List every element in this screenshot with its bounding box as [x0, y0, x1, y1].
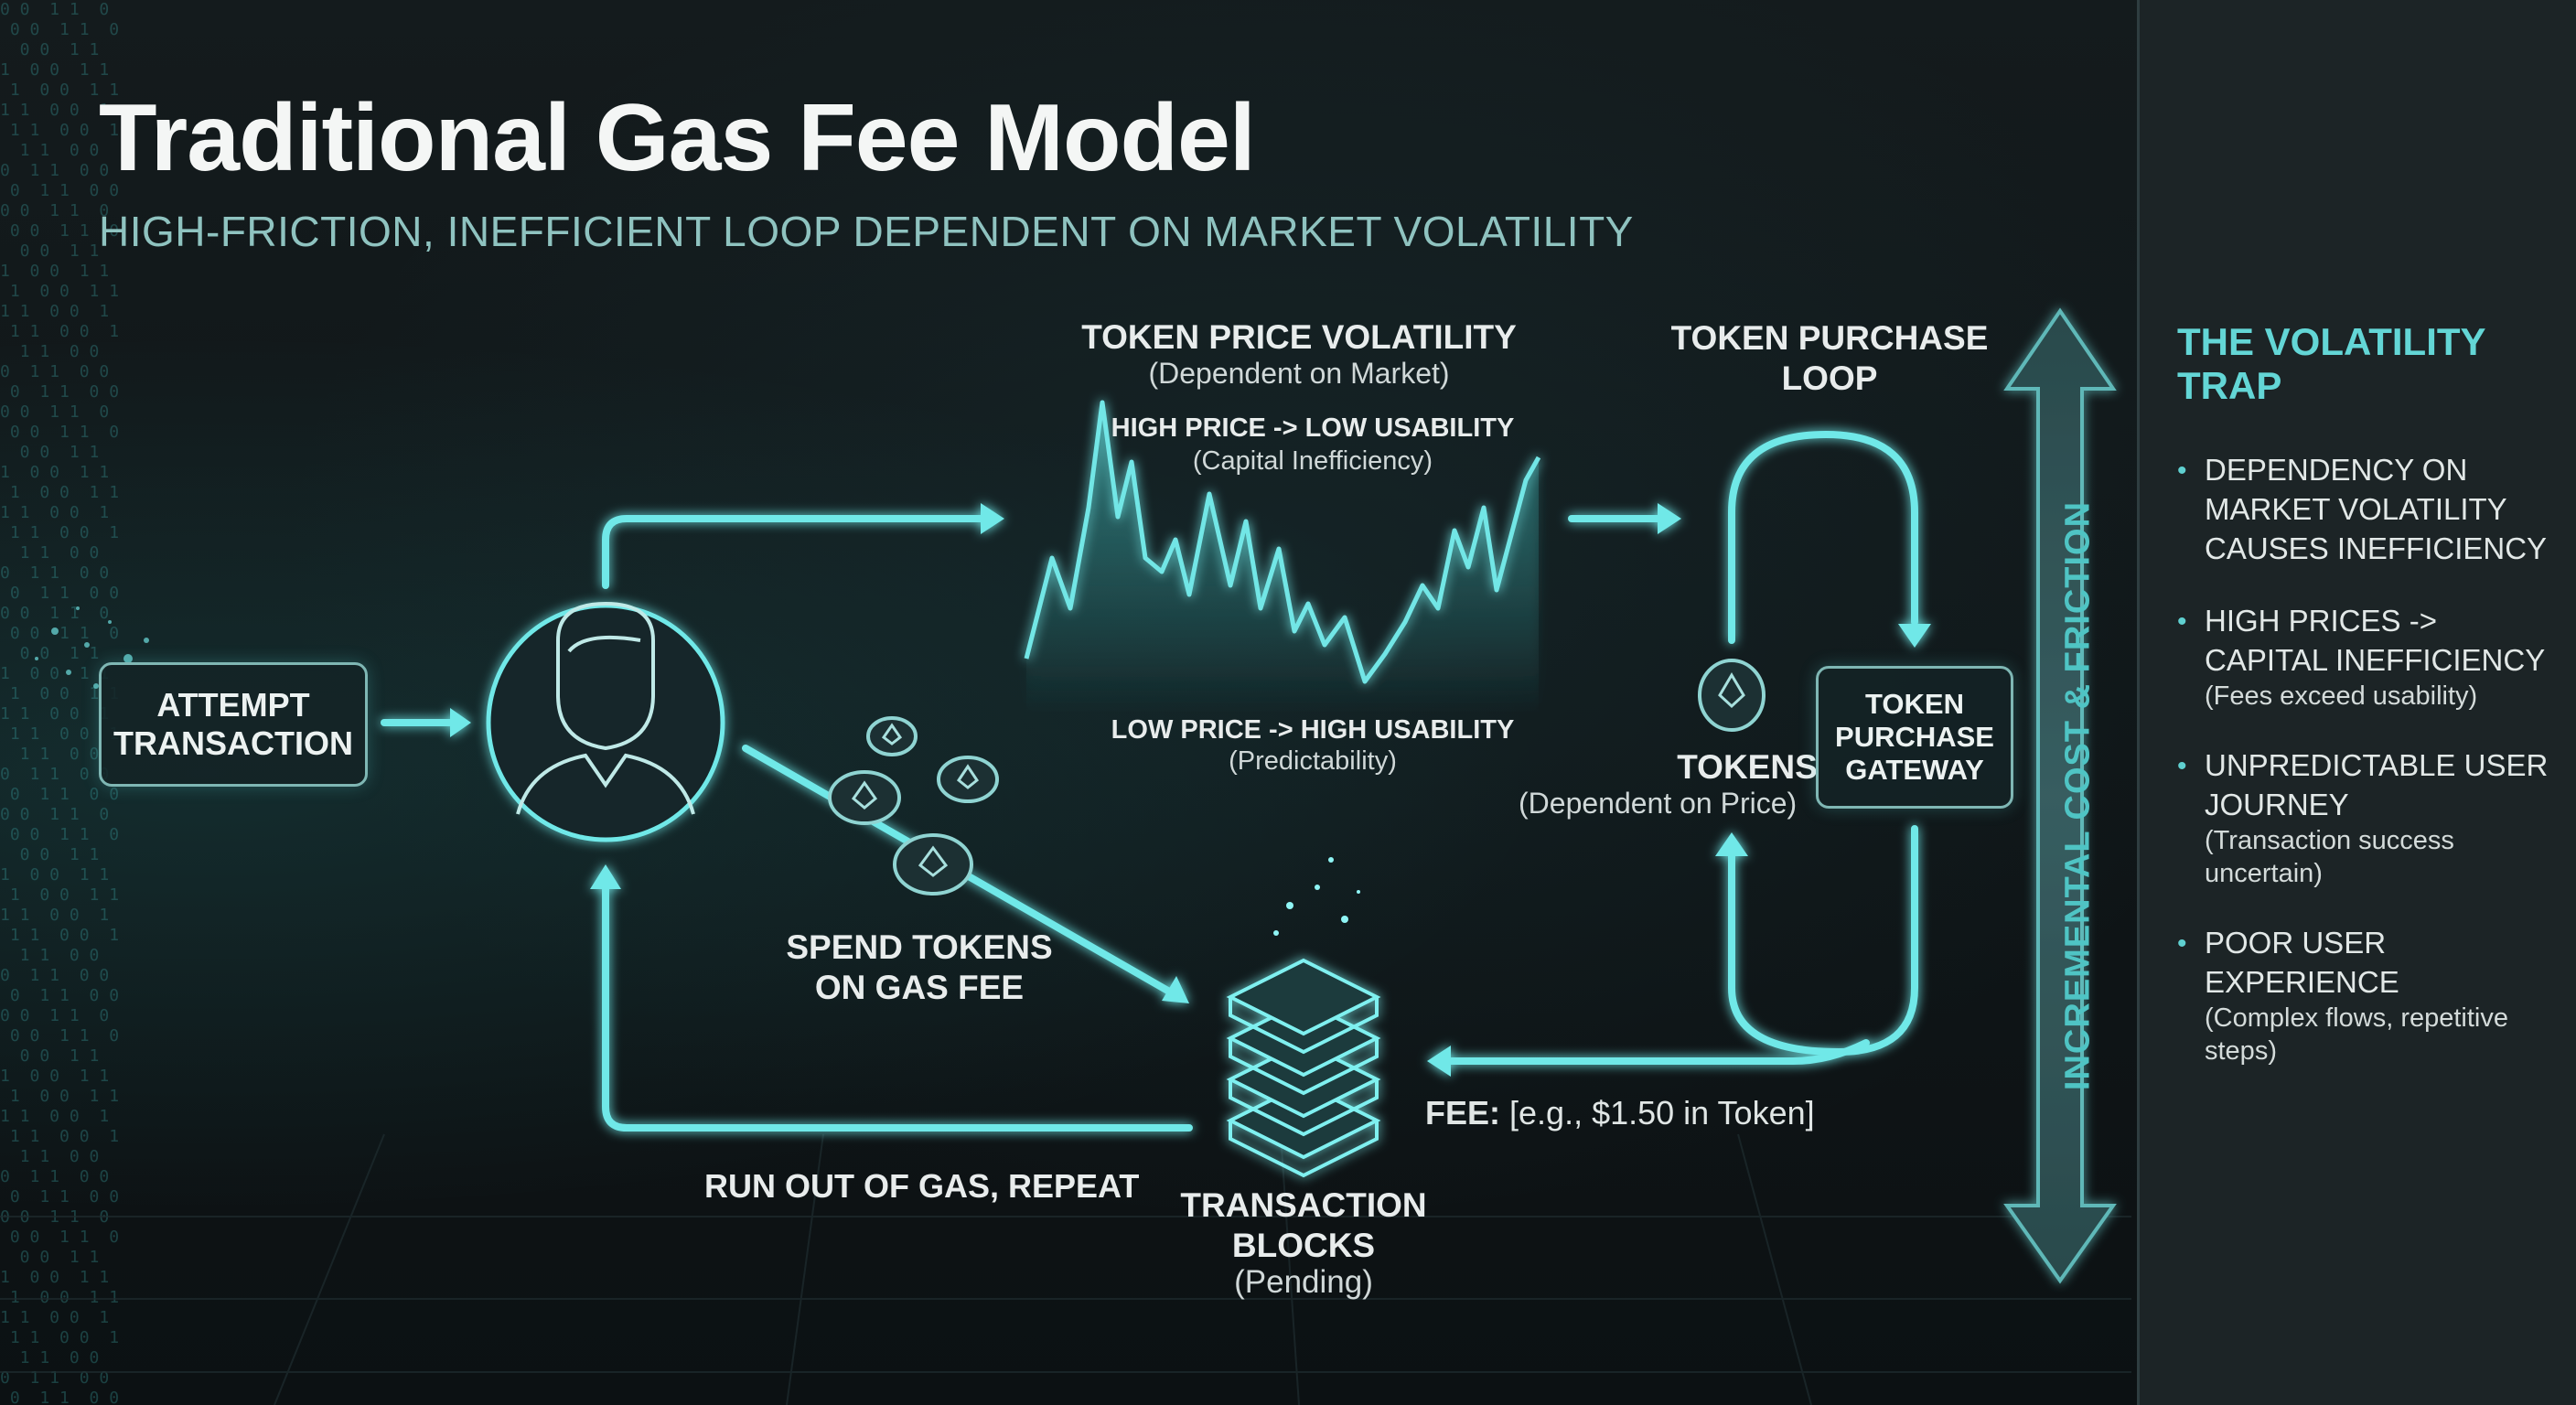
bullet-dot-icon: •: [2177, 606, 2187, 637]
bullet-heading: POOR USER EXPERIENCE: [2205, 926, 2399, 999]
arrow-user-to-volatility: [602, 515, 992, 589]
purchase-loop-top: [1728, 431, 1918, 644]
friction-axis-arrow: [2003, 307, 2117, 1284]
block-stack-icon: [1226, 958, 1381, 1178]
page-title: Traditional Gas Fee Model: [99, 85, 1256, 191]
bullet-sub: (Transaction success uncertain): [2205, 826, 2454, 888]
run-out-of-gas-label: RUN OUT OF GAS, REPEAT: [704, 1167, 1140, 1205]
bullet-item: • DEPENDENCY ON MARKET VOLATILITY CAUSES…: [2177, 450, 2561, 568]
bullet-dot-icon: •: [2177, 456, 2187, 486]
volatility-title: TOKEN PRICE VOLATILITY: [1081, 318, 1517, 356]
particle-cloud: [35, 606, 149, 689]
high-price-label: HIGH PRICE -> LOW USABILITY: [1111, 413, 1515, 443]
user-icon: [486, 601, 725, 842]
sidebar-bullet-list: • DEPENDENCY ON MARKET VOLATILITY CAUSES…: [2177, 450, 2561, 1100]
volatility-subtitle: (Dependent on Market): [1148, 357, 1450, 390]
page-subtitle: HIGH-FRICTION, INEFFICIENT LOOP DEPENDEN…: [99, 208, 1634, 255]
bullet-item: • UNPREDICTABLE USER JOURNEY (Transactio…: [2177, 745, 2561, 890]
sidebar-title: THE VOLATILITY TRAP: [2177, 320, 2485, 407]
bullet-dot-icon: •: [2177, 751, 2187, 781]
bullet-dot-icon: •: [2177, 928, 2187, 959]
arrow-fee-to-blocks: [1442, 1039, 1870, 1065]
arrow-repeat-to-user: [602, 879, 1193, 1132]
bullet-item: • HIGH PRICES -> CAPITAL INEFFICIENCY (F…: [2177, 601, 2561, 713]
fee-value: [e.g., $1.50 in Token]: [1509, 1094, 1815, 1132]
spend-tokens-label: SPEND TOKENS ON GAS FEE: [786, 928, 1053, 1006]
binary-rain-decoration: 0 0 1 1 0 0 0 1 1 0 0 0 1 1 1 0 0 1 1 1 …: [0, 0, 120, 1405]
purchase-loop-bottom: [1728, 825, 1918, 1056]
bullet-sub: (Fees exceed usability): [2205, 681, 2478, 711]
eth-coin-icon: [828, 659, 1766, 896]
bullet-heading: HIGH PRICES -> CAPITAL INEFFICIENCY: [2205, 604, 2546, 677]
tokens-sublabel: (Dependent on Price): [1519, 787, 1798, 820]
high-price-sublabel: (Capital Inefficiency): [1192, 446, 1433, 476]
bullet-heading: DEPENDENCY ON MARKET VOLATILITY CAUSES I…: [2205, 453, 2548, 565]
tokens-label: TOKENS: [1677, 748, 1818, 786]
arrowhead: [450, 708, 471, 737]
fee-label: FEE:: [1425, 1094, 1501, 1132]
friction-axis-label: INCREMENTAL COST & FRICTION: [2058, 500, 2098, 1091]
bullet-sub: (Complex flows, repetitive steps): [2205, 1003, 2508, 1066]
sidebar-panel: [2137, 0, 2576, 1405]
transaction-blocks-sublabel: (Pending): [1234, 1264, 1373, 1300]
token-purchase-gateway-box: TOKEN PURCHASE GATEWAY: [1816, 666, 2013, 809]
transaction-blocks-label: TRANSACTION BLOCKS: [1180, 1186, 1427, 1264]
token-purchase-loop-label: TOKEN PURCHASE LOOP: [1670, 319, 1989, 397]
bullet-item: • POOR USER EXPERIENCE (Complex flows, r…: [2177, 923, 2561, 1067]
low-price-sublabel: (Predictability): [1229, 746, 1397, 776]
bullet-heading: UNPREDICTABLE USER JOURNEY: [2205, 748, 2549, 821]
low-price-label: LOW PRICE -> HIGH USABILITY: [1111, 715, 1515, 745]
volatility-chart: [1024, 400, 1541, 713]
block-sparkles: [1273, 857, 1360, 936]
attempt-transaction-box: ATTEMPT TRANSACTION: [99, 662, 368, 787]
fee-annotation: FEE: [e.g., $1.50 in Token]: [1425, 1094, 1815, 1132]
floor-grid: [0, 1133, 2131, 1405]
